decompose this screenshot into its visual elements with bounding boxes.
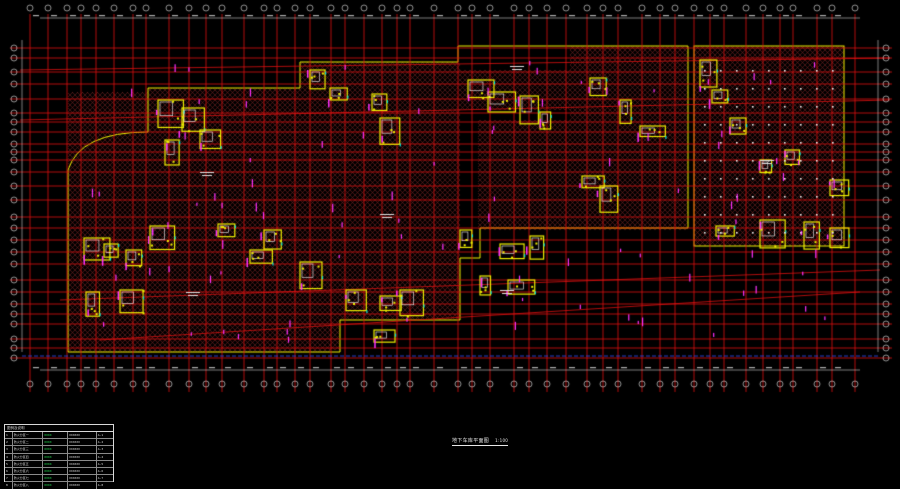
- legend-table-cell: XXXX: [43, 453, 69, 460]
- legend-table-cell: 防火分区四: [13, 453, 44, 460]
- legend-table-cell: 防火分区七: [13, 475, 44, 482]
- legend-table-cell: 4: [5, 453, 13, 460]
- legend-table-cell: A-3: [97, 447, 104, 452]
- legend-table-cell: A-4: [97, 454, 104, 459]
- legend-table-cell: 8: [5, 482, 13, 489]
- legend-table-cell: XXXXXX: [68, 482, 97, 489]
- legend-table-cell: 防火分区一: [13, 432, 44, 439]
- drawing-scale: 1:100: [495, 438, 509, 443]
- legend-table-cell: XXXXXX: [68, 460, 97, 467]
- legend-table-cell: XXXXXX: [68, 432, 97, 439]
- legend-table-cell: A-8: [97, 483, 104, 488]
- legend-table-cell: XXXXXX: [68, 439, 97, 446]
- legend-table-cell: A-2: [97, 440, 104, 445]
- legend-table-cell: XXXXXX: [68, 446, 97, 453]
- legend-table-cell: XXXXXX: [68, 453, 97, 460]
- legend-table-cell: 防火分区六: [13, 467, 44, 475]
- legend-table-cell: 5: [5, 460, 13, 467]
- legend-table-cell: 防火分区五: [13, 460, 44, 467]
- legend-table-cell: 1: [5, 432, 13, 439]
- legend-table-title: 图例及说明: [5, 425, 113, 432]
- legend-table-cell: 防火分区八: [13, 482, 44, 489]
- legend-table-cell: XXXX: [43, 482, 69, 489]
- legend-table-cell: XXXX: [43, 475, 69, 482]
- legend-table-cell: XXXX: [43, 439, 69, 446]
- legend-table-cell: XXXX: [43, 467, 69, 475]
- legend-table-cell: A-1: [97, 433, 104, 437]
- legend-table-cell: XXXX: [43, 446, 69, 453]
- legend-table-cell: 防火分区二: [13, 439, 44, 446]
- legend-table-cell: 防火分区三: [13, 446, 44, 453]
- legend-table-cell: XXXX: [43, 460, 69, 467]
- legend-table-cell: A-6: [97, 468, 104, 473]
- legend-table-cell: 2: [5, 439, 13, 446]
- drawing-title: 地下车库平面图 1:100: [452, 437, 509, 446]
- legend-table-cell: 6: [5, 467, 13, 475]
- legend-table-cell: 3: [5, 446, 13, 453]
- legend-table-cell: A-5: [97, 461, 104, 466]
- drawing-title-text: 地下车库平面图: [452, 438, 490, 444]
- legend-table-cell: XXXXXX: [68, 467, 97, 475]
- legend-table-cell: A-7: [97, 476, 104, 481]
- legend-table-cell: XXXXXX: [68, 475, 97, 482]
- legend-table-cell: XXXX: [43, 432, 69, 439]
- legend-table-cell: 7: [5, 475, 13, 482]
